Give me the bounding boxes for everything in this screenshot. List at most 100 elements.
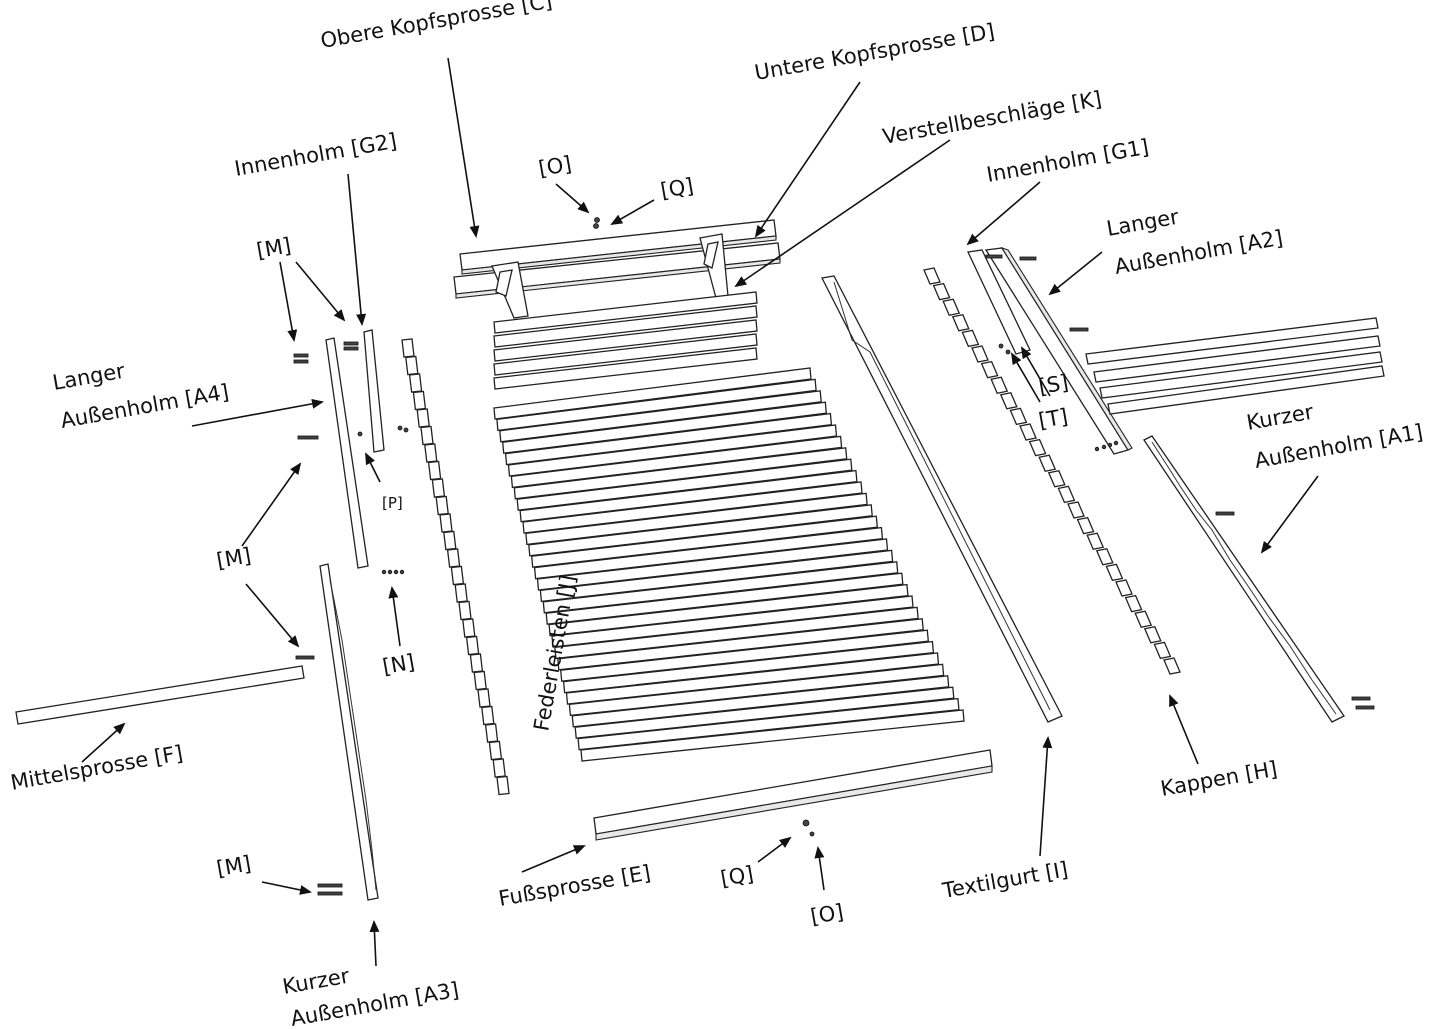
left-cap-piece [469,653,484,673]
long-outer-rail-a4 [325,337,369,569]
slat [525,492,868,546]
left-cap-piece [431,478,446,498]
slat [507,424,838,477]
cap-piece [1163,657,1181,675]
cap-piece [990,376,1009,394]
left-cap-piece [420,425,434,446]
label-untere-kopfsprosse: Untere Kopfsprosse [D] [753,19,997,85]
right-side-rails [1085,317,1385,415]
slat [493,367,812,420]
long-outer-rail-a2 [984,246,1133,455]
slat [568,663,945,717]
cap-piece [1047,470,1066,488]
label-q-bottom: [Q] [719,862,756,891]
slat [493,305,758,348]
label-m-middle: [M] [215,543,253,573]
label-fusssprosse: Fußsprosse [E] [497,861,653,911]
slat [539,549,894,603]
label-s: [S] [1037,370,1070,399]
slat [519,469,858,523]
label-verstellbeschlaege: Verstellbeschläge [K] [881,87,1104,149]
label-langer-a4-line1: Langer [51,359,127,395]
slat [548,583,909,637]
slat [496,378,817,432]
slat [501,401,828,454]
left-cap-piece [473,670,487,691]
left-cap-piece [446,548,461,568]
cap-piece [980,360,999,379]
slat [565,652,940,705]
caps-h [923,267,1181,675]
slat [542,561,899,614]
left-cap-piece [424,443,438,463]
spring-slats-j [493,291,965,762]
slat [493,347,758,390]
screw-o-bottom [802,819,810,827]
label-kurzer-a3-line1: Kurzer [281,964,352,999]
left-cap-piece [412,390,427,411]
cap-piece [1124,594,1143,613]
cap-piece [923,267,941,285]
left-cap-piece [401,338,415,358]
slat [554,606,919,660]
cap-piece [1028,438,1047,457]
upper-head-rail-c [459,219,777,275]
cap-piece [951,314,970,332]
label-langer-a2-line1: Langer [1105,205,1181,241]
label-kappen: Kappen [H] [1159,757,1279,801]
left-cap-piece [496,775,510,796]
left-cap-piece [458,600,472,621]
left-cap-piece [435,495,449,516]
label-innenholm-g2: Innenholm [G2] [233,129,399,181]
left-cap-piece [443,530,457,551]
left-cap-piece [408,373,423,393]
cap-piece [1115,579,1133,597]
label-n: [N] [381,650,417,679]
foot-rail-e [593,749,993,841]
left-cap-piece [477,688,491,708]
slat [493,319,758,362]
cap-piece [1105,563,1124,582]
short-outer-rail-a3 [319,563,379,901]
cap-piece [971,345,989,363]
washer-q-top [593,223,599,229]
slat [536,538,889,591]
adjustment-fittings-k [491,233,729,319]
left-cap-piece [481,705,495,726]
cap-piece [932,282,951,301]
cap-piece [942,298,961,316]
cap-piece [1057,485,1076,504]
middle-rail-f [15,665,305,725]
slat [559,629,930,682]
screws-a2 [985,254,1119,452]
cap-piece [1143,626,1162,644]
cap-piece [1067,501,1085,519]
textile-strap-i [821,275,1063,723]
slat [533,526,884,580]
cap-piece [999,392,1018,410]
label-innenholm-g1: Innenholm [G1] [985,135,1151,187]
slat [504,412,833,466]
cap-piece [961,329,980,348]
slat [551,595,914,648]
left-cap-piece [427,460,442,481]
cap-piece [1153,641,1172,660]
left-cap-piece [465,635,480,656]
slat [530,515,879,568]
short-outer-rail-a1 [1143,435,1375,723]
label-o-bottom: [O] [809,900,846,929]
left-cap-piece [484,723,499,743]
label-kurzer-a1-line1: Kurzer [1245,400,1316,435]
cap-piece [1095,548,1114,566]
left-cap-piece [462,618,476,638]
label-o-top: [O] [537,152,574,181]
left-cap-piece [488,740,503,761]
washer-q-bottom [809,831,815,837]
cap-piece [1076,516,1095,535]
label-obere-kopfsprosse: Obere Kopfsprosse [C] [319,0,554,53]
slat [574,686,955,739]
cap-piece [1009,407,1028,426]
slat [516,458,853,511]
lower-head-rail-d [453,242,781,299]
